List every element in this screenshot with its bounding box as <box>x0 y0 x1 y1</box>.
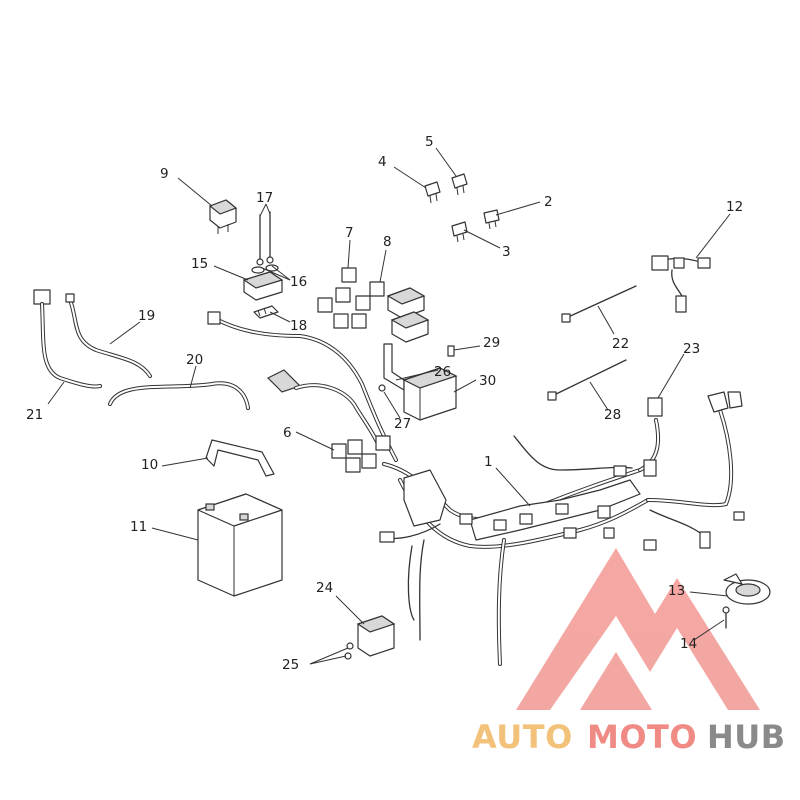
callout-5: 5 <box>425 134 434 150</box>
callout-6: 6 <box>283 425 292 441</box>
callout-27: 27 <box>394 416 411 432</box>
fuse-2 <box>483 209 500 230</box>
callout-26: 26 <box>434 364 451 380</box>
callout-13: 13 <box>668 583 685 599</box>
part-17-bolts <box>256 211 274 266</box>
part-25-screws <box>344 642 354 660</box>
callout-22: 22 <box>612 336 629 352</box>
watermark-hub: HUB <box>707 718 786 756</box>
callout-18: 18 <box>290 318 307 334</box>
part-15-bracket <box>242 271 284 301</box>
watermark-logo <box>516 548 760 710</box>
callout-4: 4 <box>378 154 387 170</box>
part-22-cable-tie <box>561 285 637 323</box>
part-28-cable-tie <box>547 359 627 401</box>
part-20-cable <box>108 381 250 410</box>
part-1-main-harness <box>207 311 745 666</box>
relays-7 <box>317 267 371 329</box>
callout-1: 1 <box>484 454 493 470</box>
watermark-auto: AUTO <box>472 718 573 756</box>
callout-30: 30 <box>479 373 496 389</box>
callout-17: 17 <box>256 190 273 206</box>
callout-23: 23 <box>683 341 700 357</box>
part-14-bolt <box>722 606 730 629</box>
relays-8 <box>369 281 430 343</box>
part-18-connector <box>253 305 279 319</box>
fuse-4 <box>424 181 441 204</box>
callout-16: 16 <box>290 274 307 290</box>
callout-25: 25 <box>282 657 299 673</box>
part-12-sensor <box>651 255 711 313</box>
fuse-5 <box>451 173 468 196</box>
watermark-text: AUTO MOTO HUB <box>472 718 786 756</box>
callout-20: 20 <box>186 352 203 368</box>
callout-10: 10 <box>141 457 158 473</box>
callout-24: 24 <box>316 580 333 596</box>
callout-15: 15 <box>191 256 208 272</box>
part-30-ecu <box>402 367 458 421</box>
watermark-moto: MOTO <box>587 718 697 756</box>
callout-7: 7 <box>345 225 354 241</box>
callout-29: 29 <box>483 335 500 351</box>
part-26-bracket <box>383 343 405 391</box>
part-13-horn <box>723 573 771 605</box>
part-11-battery <box>197 493 283 597</box>
callout-21: 21 <box>26 407 43 423</box>
callout-8: 8 <box>383 234 392 250</box>
part-27-screw <box>378 384 386 392</box>
part-16-washers <box>251 264 279 274</box>
leader-lines <box>47 147 731 665</box>
part-29-bolt <box>447 345 455 357</box>
callout-19: 19 <box>138 308 155 324</box>
callout-labels: 1 2 3 4 5 6 7 8 9 10 11 12 13 14 15 16 1… <box>26 134 743 673</box>
part-9-relay <box>208 199 238 234</box>
callout-2: 2 <box>544 194 553 210</box>
part-21-cable <box>33 289 102 389</box>
part-10-strap <box>205 439 275 477</box>
callout-14: 14 <box>680 636 697 652</box>
callout-3: 3 <box>502 244 511 260</box>
part-24-cover <box>356 615 396 657</box>
fuse-3 <box>451 221 468 243</box>
callout-11: 11 <box>130 519 147 535</box>
callout-9: 9 <box>160 166 169 182</box>
part-19-cable <box>65 293 152 378</box>
callout-12: 12 <box>726 199 743 215</box>
callout-28: 28 <box>604 407 621 423</box>
